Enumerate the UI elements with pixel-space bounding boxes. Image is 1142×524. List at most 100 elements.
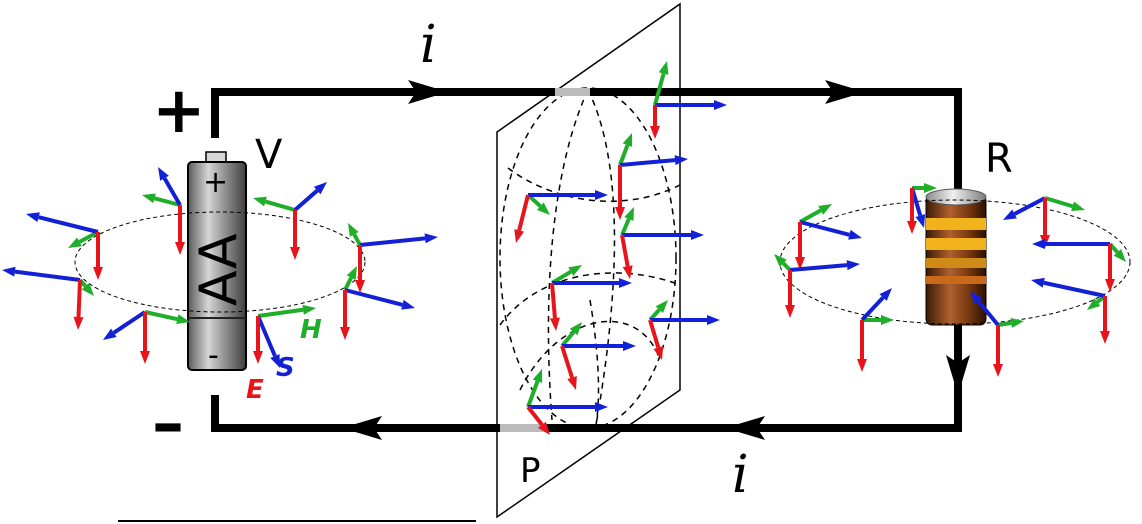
magnetic-field-arrow-head bbox=[568, 265, 582, 276]
poynting-vector-arrow bbox=[619, 155, 688, 167]
poynting-vector-arrow bbox=[1003, 196, 1046, 220]
magnetic-field-arrow-head bbox=[569, 322, 582, 336]
electric-field-arrow bbox=[514, 194, 530, 243]
electric-field-arrow-head bbox=[622, 265, 633, 279]
poynting-vector-arrow bbox=[2, 266, 81, 282]
electric-field-arrow bbox=[93, 232, 103, 280]
electric-field-arrow-shaft bbox=[620, 234, 630, 267]
positive-sign: + bbox=[152, 74, 206, 148]
field-vectors bbox=[2, 61, 1126, 435]
electric-field-arrow-head bbox=[140, 351, 150, 364]
poynting-vector-arrow-shaft bbox=[1013, 196, 1046, 216]
electric-field-arrow bbox=[795, 222, 805, 270]
poynting-vector-arrow-head bbox=[313, 182, 327, 195]
poynting-vector-arrow-shaft bbox=[860, 296, 885, 322]
electric-field-arrow bbox=[1100, 296, 1110, 344]
electric-field-arrow bbox=[560, 345, 577, 390]
field-e-label: E bbox=[246, 375, 264, 405]
magnetic-field-arrow bbox=[257, 304, 316, 318]
magnetic-field-arrow-head bbox=[1071, 201, 1085, 212]
resistor-band-4 bbox=[926, 276, 986, 284]
magnetic-field-arrow-shaft bbox=[264, 199, 296, 212]
poynting-vector-arrow-head bbox=[270, 354, 280, 368]
poynting-vector-arrow-shaft bbox=[344, 288, 403, 307]
magnetic-field-arrow bbox=[78, 278, 94, 296]
magnetic-field-arrow-head bbox=[774, 254, 787, 267]
poynting-vector-arrow bbox=[799, 220, 862, 240]
magnetic-field-arrow-head bbox=[348, 223, 359, 237]
poynting-vector-arrow-head bbox=[26, 212, 40, 223]
magnetic-field-arrow bbox=[774, 254, 792, 272]
poynting-vector-arrow-shaft bbox=[359, 236, 426, 247]
electric-field-arrow-shaft bbox=[550, 282, 557, 319]
magnetic-field-arrow-head bbox=[302, 304, 316, 315]
poynting-vector-arrow bbox=[344, 288, 415, 310]
resistor-band-2 bbox=[926, 238, 986, 250]
magnetic-field-arrow bbox=[620, 207, 634, 236]
poynting-vector-arrow bbox=[293, 182, 327, 212]
magnetic-field-arrow-shaft bbox=[343, 276, 353, 291]
magnetic-field-arrow-head bbox=[537, 202, 550, 215]
magnetic-field-arrow-shaft bbox=[78, 230, 99, 244]
magnetic-field-arrow-shaft bbox=[352, 233, 362, 246]
poynting-vector-arrow-head bbox=[103, 328, 117, 340]
poynting-vector-arrow bbox=[1031, 277, 1106, 298]
magnetic-field-arrow bbox=[1044, 196, 1085, 212]
poynting-vector-arrow-head bbox=[1032, 239, 1045, 249]
poynting-vector-arrow-head bbox=[424, 233, 438, 244]
poynting-vector-arrow-head bbox=[970, 291, 983, 305]
electric-field-arrow-head bbox=[73, 316, 84, 330]
magnetic-field-arrow-head bbox=[624, 207, 634, 221]
current-arrow-bottom-left bbox=[342, 416, 382, 440]
poynting-vector-arrow bbox=[158, 167, 182, 207]
poynting-vector-arrow-head bbox=[915, 214, 926, 228]
electric-field-arrow-head bbox=[615, 207, 625, 220]
electric-field-arrow-head bbox=[785, 305, 795, 318]
poynting-vector-arrow-head bbox=[595, 190, 608, 200]
electric-field-arrow bbox=[140, 312, 150, 364]
poynting-vector-arrow bbox=[26, 212, 99, 234]
electric-field-arrow-head bbox=[175, 242, 185, 255]
battery-minus-label: - bbox=[208, 338, 219, 373]
poynting-vector-arrow bbox=[103, 310, 147, 340]
battery bbox=[187, 151, 247, 371]
magnetic-field-arrow bbox=[142, 193, 181, 207]
magnetic-field-arrow bbox=[144, 310, 190, 325]
resistor-band-3 bbox=[926, 258, 986, 268]
magnetic-field-arrow-head bbox=[658, 61, 669, 75]
magnetic-field-arrow-head bbox=[1010, 318, 1024, 328]
electric-field-arrow-head bbox=[795, 257, 805, 270]
negative-sign: – bbox=[152, 387, 184, 461]
magnetic-field-arrow-shaft bbox=[997, 321, 1012, 327]
poynting-vector-arrow bbox=[256, 315, 280, 368]
plane-label: P bbox=[520, 451, 541, 491]
poynting-vector-arrow-head bbox=[691, 230, 704, 240]
battery-field-loop bbox=[74, 211, 366, 313]
electric-field-arrow-head bbox=[93, 267, 103, 280]
plane-p bbox=[496, 2, 681, 519]
poynting-vector-arrow-shaft bbox=[256, 315, 277, 357]
electric-field-arrow bbox=[620, 234, 633, 279]
magnetic-field-arrow-shaft bbox=[620, 218, 631, 236]
poynting-vector-arrow-head bbox=[674, 155, 688, 166]
electric-field-arrow bbox=[355, 245, 365, 293]
electric-field-arrow-head bbox=[355, 280, 365, 293]
magnetic-field-arrow-head bbox=[924, 183, 937, 193]
electric-field-arrow-head bbox=[567, 376, 577, 390]
poynting-vector-arrow bbox=[528, 190, 608, 200]
poynting-vector-arrow bbox=[622, 230, 704, 240]
poynting-vector-arrow-head bbox=[879, 288, 892, 301]
poynting-vector-arrow bbox=[1032, 239, 1110, 249]
magnetic-field-arrow-shaft bbox=[560, 330, 576, 348]
magnetic-field-arrow bbox=[1108, 242, 1126, 262]
electric-field-arrow-head bbox=[514, 229, 525, 243]
poynting-vector-arrow bbox=[650, 315, 720, 325]
poynting-vector-arrow-shaft bbox=[14, 269, 81, 282]
poynting-vector-arrow-head bbox=[707, 315, 720, 325]
electric-field-arrow-head bbox=[857, 359, 867, 372]
poynting-vector-arrow-shaft bbox=[789, 263, 848, 272]
poynting-vector-arrow-head bbox=[1031, 277, 1045, 288]
dashed-surfaces bbox=[499, 87, 681, 429]
electric-field-arrow bbox=[993, 325, 1003, 377]
